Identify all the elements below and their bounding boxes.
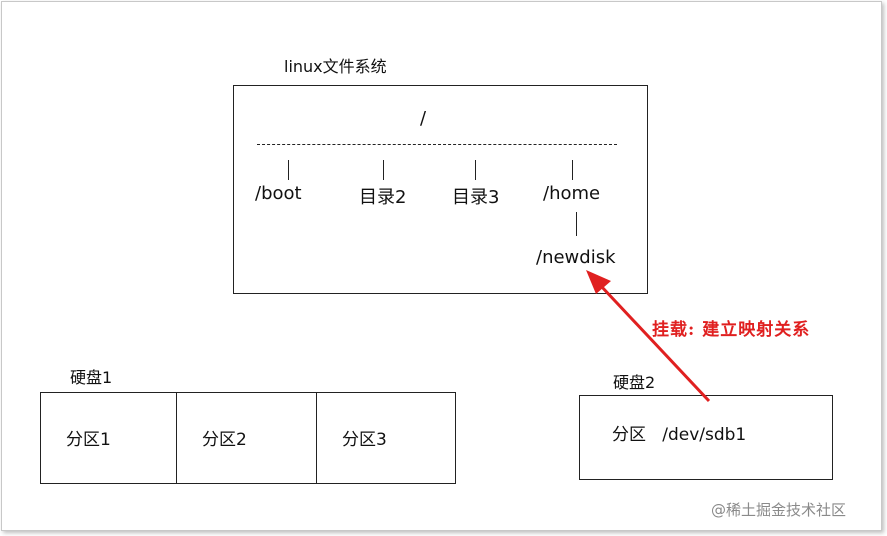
connector-dir2 <box>383 160 384 180</box>
fs-title: linux文件系统 <box>284 57 387 76</box>
dir-newdisk: /newdisk <box>536 247 616 268</box>
fs-root: / <box>420 108 427 129</box>
fs-box <box>233 85 648 294</box>
connector-boot <box>288 160 289 180</box>
disk1-title: 硬盘1 <box>70 368 113 387</box>
disk1-box: 分区1 分区2 分区3 <box>40 392 456 484</box>
watermark: @稀土掘金技术社区 <box>711 501 847 519</box>
partition-3-label: 分区3 <box>342 430 387 450</box>
partition-2: 分区2 <box>176 393 316 483</box>
disk2-title: 硬盘2 <box>613 373 656 392</box>
dir-home: /home <box>543 183 601 204</box>
connector-dir3 <box>475 160 476 180</box>
dir-3: 目录3 <box>452 187 500 208</box>
partition-1-label: 分区1 <box>66 430 111 450</box>
partition-3: 分区3 <box>316 393 455 483</box>
dir-2: 目录2 <box>359 187 407 208</box>
dir-boot: /boot <box>255 183 302 204</box>
partition-1: 分区1 <box>41 393 176 483</box>
mount-label: 挂载: 建立映射关系 <box>652 320 811 340</box>
connector-home <box>572 160 573 180</box>
connector-newdisk <box>576 212 577 236</box>
disk2-box <box>579 395 833 480</box>
partition-2-label: 分区2 <box>202 430 247 450</box>
fs-divider <box>257 144 617 145</box>
disk2-partition-label: 分区 /dev/sdb1 <box>612 425 747 445</box>
